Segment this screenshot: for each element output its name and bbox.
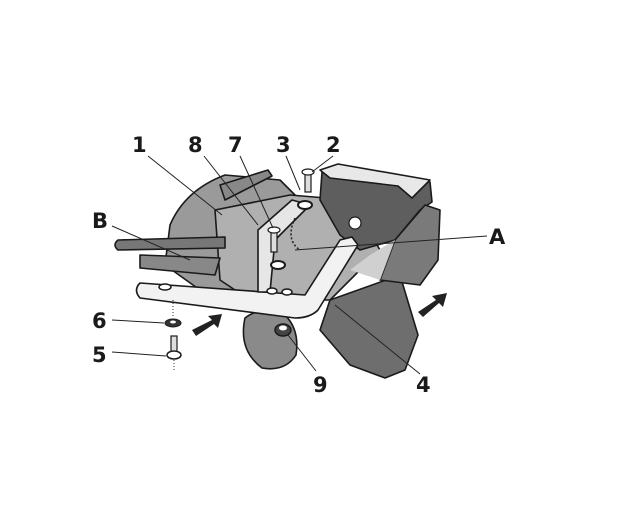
side-panel-light (350, 240, 395, 280)
frame-nut (266, 287, 278, 295)
callout-7: 7 (228, 133, 243, 157)
frame-nut (158, 283, 172, 291)
callout-B: B (92, 209, 108, 233)
bolt-5 (166, 335, 182, 372)
leader-6 (111, 319, 165, 324)
callout-5: 5 (92, 343, 107, 367)
washer-lower (270, 260, 286, 270)
leader-B (111, 225, 191, 261)
leader-A (294, 235, 488, 251)
washer-3 (297, 200, 313, 210)
license-bracket (139, 254, 221, 276)
rear-cowl-top (319, 163, 431, 199)
bolt-7 (267, 226, 281, 253)
nut-9 (274, 323, 292, 337)
leader-8 (203, 155, 259, 226)
leader-7 (239, 155, 274, 229)
leader-3 (285, 155, 301, 191)
leader-1 (147, 155, 223, 216)
frame-nut (281, 288, 293, 296)
seat-rail (114, 236, 226, 251)
callout-6: 6 (92, 309, 107, 333)
arrow-icon (192, 314, 222, 336)
carrier-frame (135, 236, 359, 319)
callout-4: 4 (416, 373, 431, 397)
callout-3: 3 (276, 133, 291, 157)
leader-4 (334, 304, 421, 375)
callout-2: 2 (326, 133, 341, 157)
cowl-hole (348, 216, 362, 230)
tail-light-lens (242, 309, 298, 370)
callout-9: 9 (313, 373, 328, 397)
callout-8: 8 (188, 133, 203, 157)
leader-5 (111, 351, 167, 357)
arrow-icon (418, 293, 447, 317)
callout-1: 1 (132, 133, 147, 157)
bolt-2 (301, 168, 315, 193)
leader-9 (287, 334, 317, 372)
callout-A: A (489, 225, 506, 249)
spring-clip (290, 217, 301, 251)
leader-2 (311, 155, 334, 173)
